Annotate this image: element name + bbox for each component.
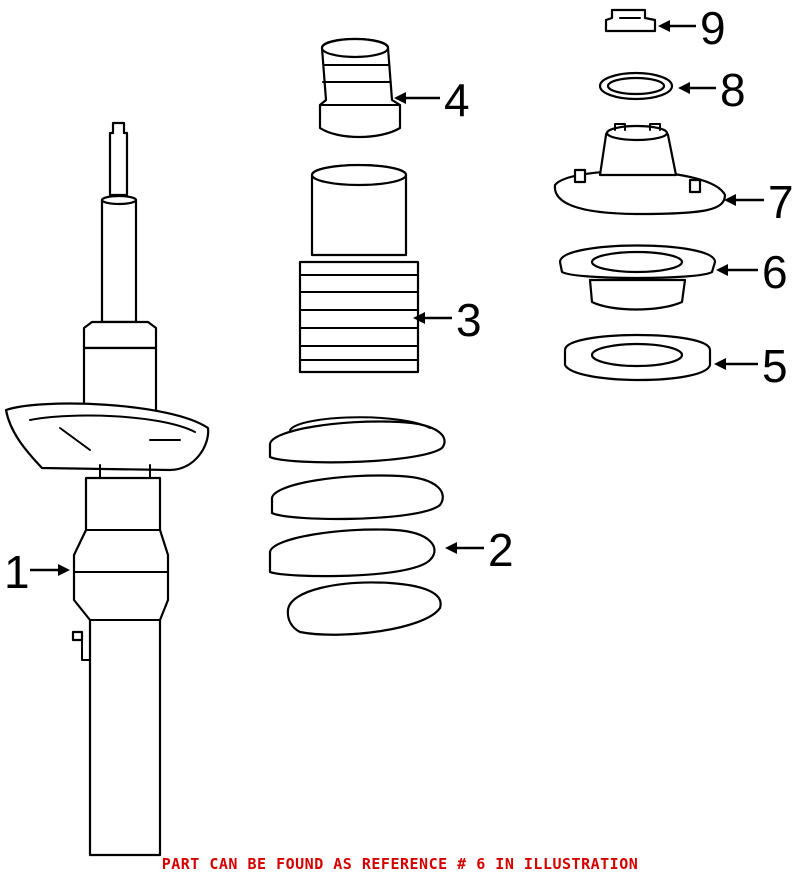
washer xyxy=(598,71,674,101)
callout-arrows xyxy=(30,20,764,576)
callout-9: 9 xyxy=(700,2,726,54)
callout-7: 7 xyxy=(768,176,794,228)
callout-4: 4 xyxy=(444,74,470,126)
callout-2: 2 xyxy=(488,524,514,576)
strut-bearing xyxy=(558,244,717,311)
callout-3: 3 xyxy=(456,294,482,346)
reference-note: PART CAN BE FOUND AS REFERENCE # 6 IN IL… xyxy=(161,855,639,873)
bump-stop xyxy=(318,37,402,139)
dust-boot xyxy=(298,163,420,374)
coil-spring xyxy=(268,416,446,636)
callout-6: 6 xyxy=(762,246,788,298)
callout-8: 8 xyxy=(720,64,746,116)
callout-5: 5 xyxy=(762,340,788,392)
spring-insulator xyxy=(563,333,712,382)
callout-1: 1 xyxy=(4,546,30,598)
nut xyxy=(604,8,657,33)
strut-mount xyxy=(553,123,727,216)
strut-assembly xyxy=(4,121,210,857)
